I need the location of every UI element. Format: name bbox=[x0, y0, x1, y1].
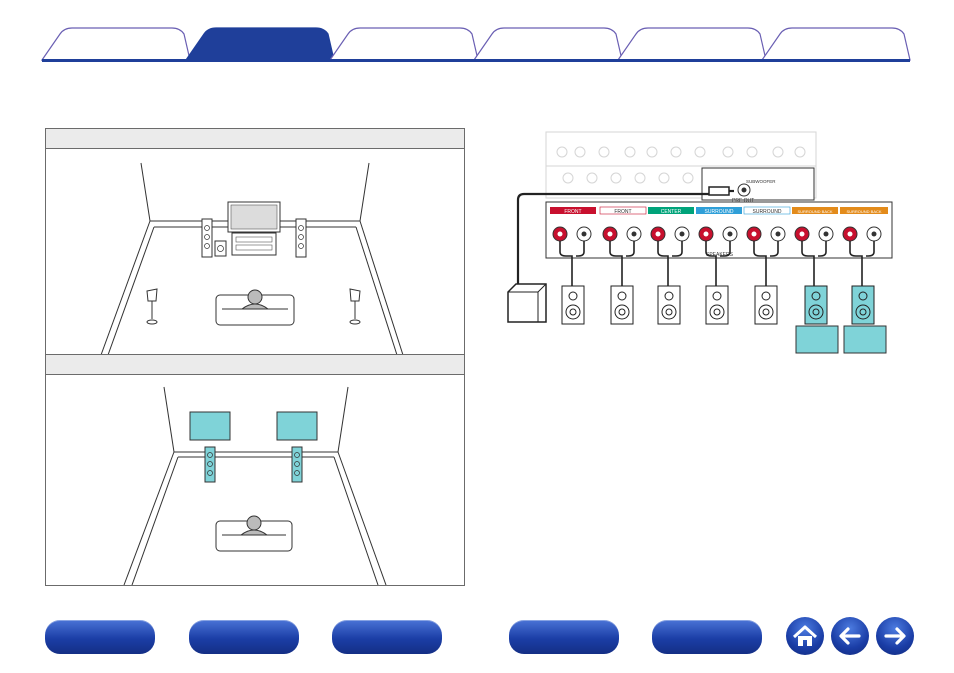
svg-text:SURROUND BACK: SURROUND BACK bbox=[846, 209, 881, 214]
speaker-front-left-icon bbox=[561, 285, 585, 325]
terminal-surround-back-right: SURROUND BACK bbox=[840, 207, 888, 242]
terminal-surround-right: SURROUND bbox=[743, 206, 791, 242]
speaker-height-right-icon bbox=[851, 285, 875, 325]
front-right-speaker-icon bbox=[295, 218, 307, 258]
height-room-illustration bbox=[123, 386, 387, 585]
svg-text:FRONT: FRONT bbox=[614, 209, 631, 215]
speakers-label: SPEAKERS bbox=[706, 252, 734, 258]
nav-button-4[interactable] bbox=[509, 620, 619, 654]
home-button[interactable] bbox=[786, 617, 824, 655]
nav-button-1[interactable] bbox=[45, 620, 155, 654]
tab-1[interactable] bbox=[40, 27, 191, 61]
tab-2[interactable] bbox=[184, 27, 335, 61]
tab-5[interactable] bbox=[616, 27, 767, 61]
arrow-left-icon bbox=[839, 627, 861, 645]
tab-3[interactable] bbox=[328, 27, 479, 61]
listener-sofa-icon-2 bbox=[215, 515, 293, 552]
speaker-center-icon bbox=[657, 285, 681, 325]
tab-6[interactable] bbox=[760, 27, 911, 61]
terminal-front-left: FRONT bbox=[550, 207, 596, 242]
nav-button-2[interactable] bbox=[189, 620, 299, 654]
front-left-speaker-icon bbox=[201, 218, 213, 258]
subwoofer-label: SUBWOOFER bbox=[746, 179, 776, 184]
arrow-right-icon bbox=[884, 627, 906, 645]
back-button[interactable] bbox=[831, 617, 869, 655]
nav-button-5[interactable] bbox=[652, 620, 762, 654]
forward-button[interactable] bbox=[876, 617, 914, 655]
height-layout-panel-header bbox=[46, 355, 464, 375]
front-room-illustration bbox=[100, 162, 404, 355]
svg-text:SURROUND BACK: SURROUND BACK bbox=[797, 209, 832, 214]
nav-button-3[interactable] bbox=[332, 620, 442, 654]
speaker-surround-left-icon bbox=[705, 285, 729, 325]
speaker-surround-right-icon bbox=[754, 285, 778, 325]
tv-icon bbox=[227, 201, 281, 256]
tab-underline bbox=[42, 59, 910, 62]
svg-text:CENTER: CENTER bbox=[661, 209, 682, 215]
svg-text:SURROUND: SURROUND bbox=[753, 209, 782, 215]
tab-bar bbox=[40, 27, 911, 62]
terminal-front-right: FRONT bbox=[599, 206, 647, 242]
height-layout-panel bbox=[45, 354, 465, 586]
height-right-panel-marker bbox=[276, 411, 318, 441]
height-left-speaker-icon bbox=[204, 446, 216, 483]
home-icon bbox=[792, 625, 818, 646]
svg-text:FRONT: FRONT bbox=[564, 209, 581, 215]
preout-label: PRE OUT bbox=[732, 198, 754, 204]
wiring-diagram: SUBWOOFER PRE OUT SPEAKERS FRONT FRONT C… bbox=[507, 131, 893, 354]
surround-right-speaker-icon bbox=[349, 288, 361, 325]
speaker-front-right-icon bbox=[610, 285, 634, 325]
surround-left-speaker-icon bbox=[146, 288, 158, 325]
rca-plug-icon bbox=[708, 186, 730, 196]
height-right-label-box bbox=[843, 325, 887, 354]
front-layout-panel-header bbox=[46, 129, 464, 149]
subwoofer-icon bbox=[214, 240, 227, 257]
height-left-panel-marker bbox=[189, 411, 231, 441]
preout-section: SUBWOOFER PRE OUT bbox=[701, 167, 815, 204]
height-right-speaker-icon bbox=[291, 446, 303, 483]
height-left-label-box bbox=[795, 325, 839, 354]
speaker-wires bbox=[559, 241, 875, 286]
terminal-surround-left: SURROUND bbox=[696, 207, 742, 242]
terminal-center: CENTER bbox=[648, 207, 694, 242]
svg-text:SURROUND: SURROUND bbox=[705, 209, 734, 215]
listener-sofa-icon bbox=[215, 289, 295, 326]
tab-4[interactable] bbox=[472, 27, 623, 61]
speaker-height-left-icon bbox=[804, 285, 828, 325]
subwoofer-unit-icon bbox=[507, 283, 547, 323]
front-layout-panel bbox=[45, 128, 465, 356]
